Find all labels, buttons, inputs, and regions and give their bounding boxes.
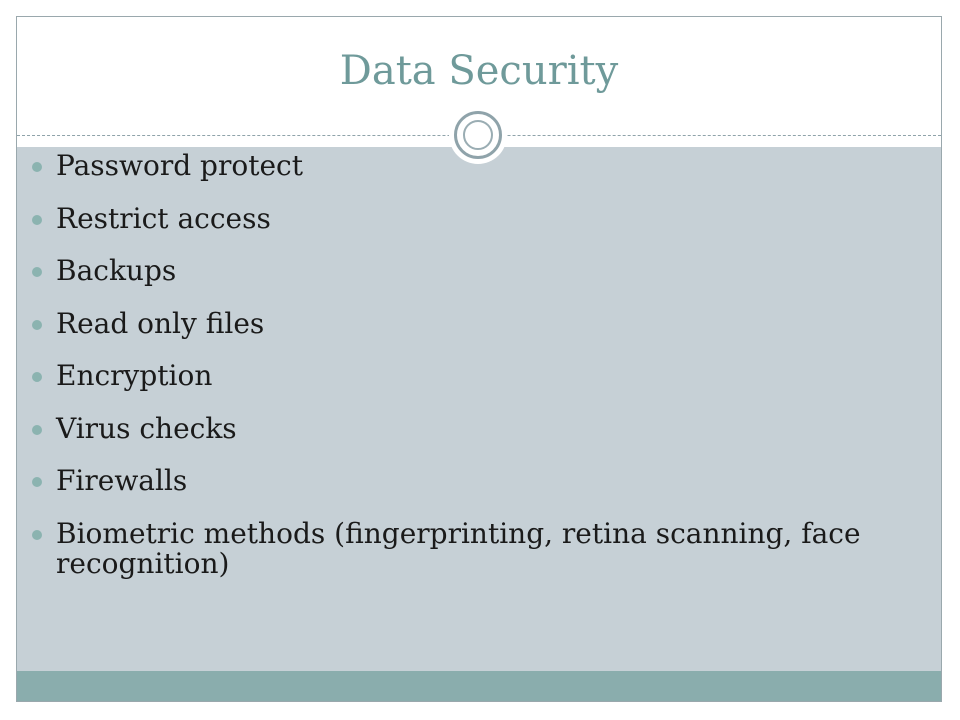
bullet-dot-icon [32,214,42,225]
footer-bar [17,671,941,701]
list-item-text: Password protect [56,149,303,182]
content-area [17,147,941,671]
slide: Data Security [16,16,942,702]
list-item: Firewalls [27,464,907,519]
list-item: Read only files [27,306,907,362]
list-item: Restrict access [27,201,907,257]
bullet-dot-icon [32,529,42,540]
ornament-outer-ring [454,111,502,159]
ornament-inner-ring [463,120,493,150]
bullet-dot-icon [32,162,42,172]
list-item: Biometric methods (fingerprinting, retin… [27,516,907,581]
slide-title: Data Security [339,48,619,94]
list-item: Encryption [27,359,907,414]
bullet-dot-icon [32,319,42,330]
list-item-text: Biometric methods (fingerprinting, retin… [56,516,861,581]
list-item-text: Backups [56,254,177,287]
bullet-list: Password protect Restrict access Backups… [27,149,907,581]
list-item-text: Virus checks [56,411,237,445]
list-item: Virus checks [27,411,907,467]
bullet-dot-icon [32,267,42,277]
circle-ornament-icon [449,106,507,164]
bullet-dot-icon [32,372,42,382]
list-item: Password protect [27,149,907,204]
bullet-dot-icon [32,424,42,435]
list-item: Backups [27,254,907,309]
list-item-text: Encryption [56,359,213,392]
list-item-text: Restrict access [56,201,271,235]
list-item-text: Firewalls [56,464,188,497]
bullet-dot-icon [32,477,42,487]
list-item-text: Read only files [56,306,265,340]
